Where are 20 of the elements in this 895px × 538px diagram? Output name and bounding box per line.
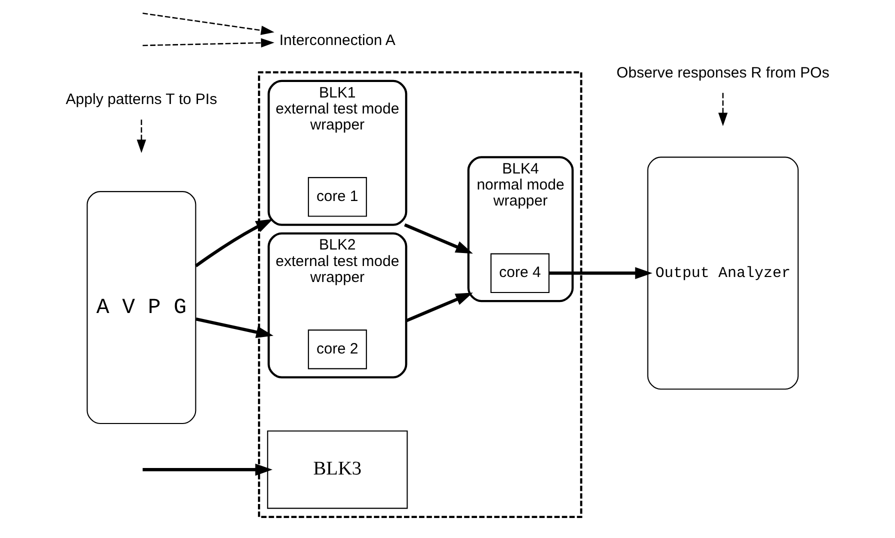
node-text: Observe responses R from POs — [616, 64, 830, 82]
node-box: BLK3 — [267, 430, 408, 509]
arrow — [196, 318, 274, 338]
node-box: Output Analyzer — [647, 156, 799, 390]
arrow — [194, 218, 274, 268]
arrow — [142, 12, 274, 35]
node-text: Apply patterns T to PIs — [66, 91, 218, 108]
arrow — [718, 92, 728, 126]
arrow — [404, 223, 473, 254]
arrow — [406, 292, 473, 322]
cluster — [258, 71, 582, 518]
arrow — [142, 464, 272, 476]
arrow — [142, 38, 274, 48]
node-box: core 2 — [308, 330, 367, 370]
node-box: core 1 — [308, 177, 367, 217]
node-box: core 4 — [490, 253, 550, 294]
arrow — [548, 267, 652, 280]
node-box: A V P G — [86, 191, 196, 424]
arrow — [136, 120, 146, 153]
node-text: Interconnection A — [279, 32, 396, 50]
